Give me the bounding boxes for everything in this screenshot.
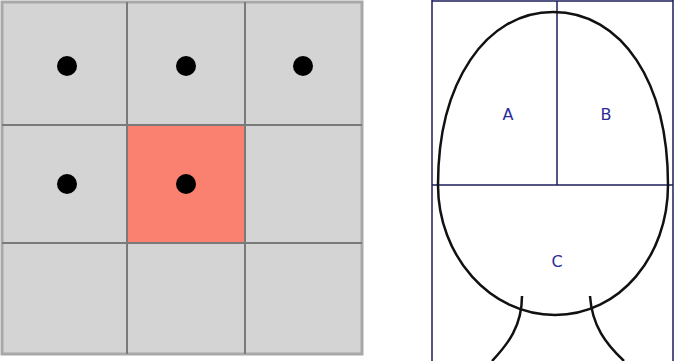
divider-line bbox=[556, 1, 558, 185]
grid-line bbox=[244, 2, 246, 354]
dot bbox=[57, 174, 77, 194]
grid-ground bbox=[2, 2, 362, 354]
frame-line bbox=[431, 0, 433, 361]
dot bbox=[176, 174, 196, 194]
head-outline bbox=[438, 12, 668, 315]
region-label: B bbox=[601, 107, 612, 123]
pixel-grid bbox=[2, 2, 362, 354]
grid-line bbox=[2, 124, 362, 126]
dot bbox=[57, 56, 77, 76]
divider-line bbox=[432, 184, 673, 186]
region-label: C bbox=[551, 254, 562, 270]
dot bbox=[293, 56, 313, 76]
grid-line bbox=[126, 2, 128, 354]
frame-line bbox=[672, 0, 674, 361]
dot bbox=[176, 56, 196, 76]
neck-line bbox=[590, 296, 624, 361]
face-diagram bbox=[432, 0, 673, 361]
frame-line bbox=[432, 0, 673, 2]
center-pixel bbox=[128, 126, 244, 242]
grid-line bbox=[2, 242, 362, 244]
region-label: A bbox=[503, 107, 514, 123]
neck-line bbox=[492, 296, 522, 361]
